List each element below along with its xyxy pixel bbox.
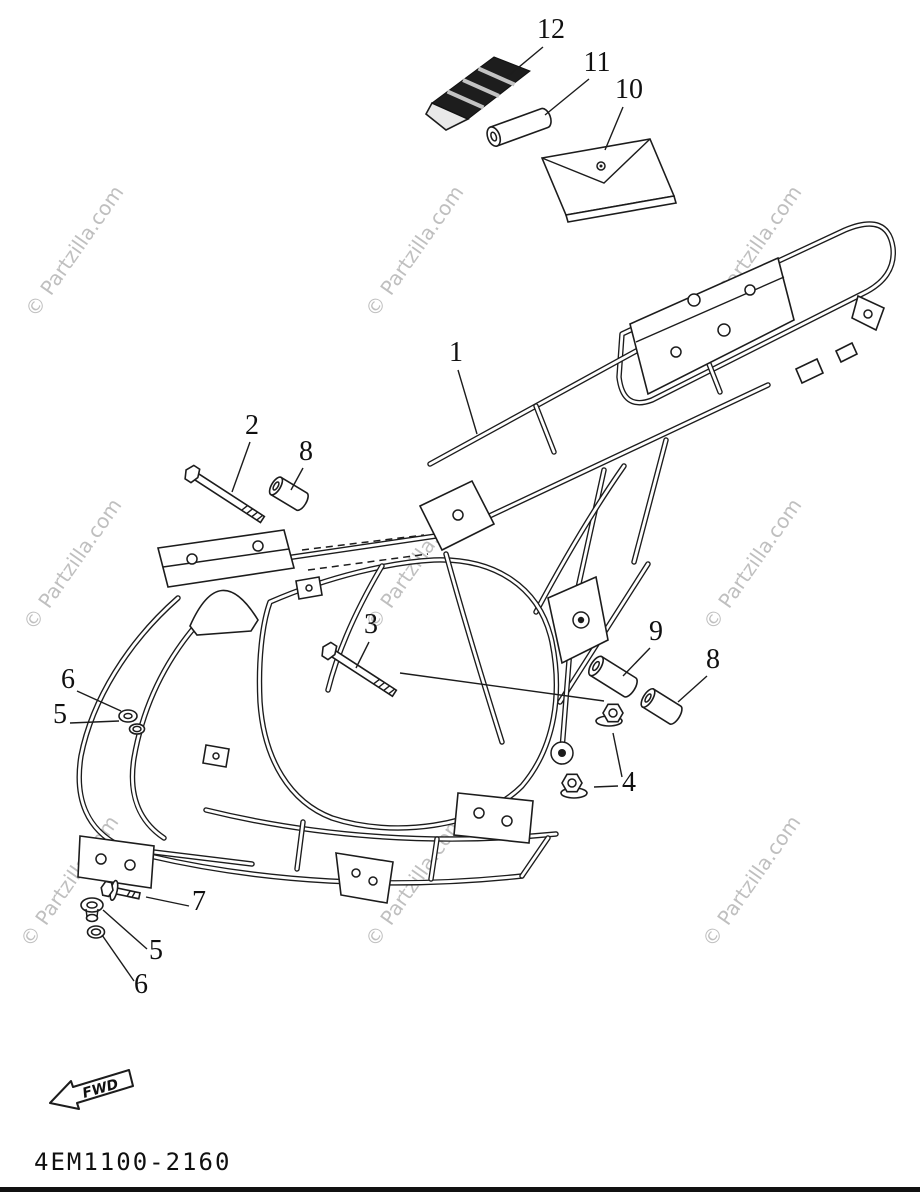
bolt-2-drawing — [184, 464, 266, 524]
callout-10[interactable]: 10 — [615, 74, 643, 105]
callout-4[interactable]: 4 — [622, 767, 636, 798]
pouch-10-drawing — [540, 138, 678, 223]
frame-drawing — [76, 221, 896, 904]
callout-1[interactable]: 1 — [449, 337, 463, 368]
fwd-label: FWD — [81, 1076, 121, 1101]
watermark-text: © Partzilla.com — [698, 494, 806, 634]
bolt-3-drawing — [321, 641, 398, 698]
washer-5a-drawing — [118, 709, 138, 723]
roll-11-drawing — [486, 107, 552, 147]
watermark-text: © Partzilla.com — [18, 494, 126, 634]
frame-brackets — [77, 479, 609, 904]
bolt-7-drawing — [100, 879, 141, 902]
callout-5b[interactable]: 5 — [149, 935, 163, 966]
callout-6a[interactable]: 6 — [61, 664, 75, 695]
ring-6b-drawing — [86, 925, 106, 939]
small-parts — [80, 56, 683, 939]
callout-7[interactable]: 7 — [192, 886, 206, 917]
watermark-text: © Partzilla.com — [20, 181, 128, 321]
ring-6a-drawing — [128, 723, 146, 735]
nut-4b-drawing — [560, 773, 588, 799]
tool-wrap-12-drawing — [424, 56, 532, 131]
callout-6b[interactable]: 6 — [134, 969, 148, 1000]
callout-12[interactable]: 12 — [537, 14, 565, 45]
callout-8b[interactable]: 8 — [706, 644, 720, 675]
callout-9[interactable]: 9 — [649, 616, 663, 647]
carrier-plate — [629, 256, 886, 396]
damper-8b-drawing — [640, 687, 683, 725]
front-bracket — [157, 529, 296, 636]
watermark-layer: © Partzilla.com © Partzilla.com © Partzi… — [15, 181, 806, 951]
nut-4a-drawing — [595, 703, 624, 727]
callout-11[interactable]: 11 — [584, 47, 611, 78]
callout-8a[interactable]: 8 — [299, 436, 313, 467]
washer-5b-drawing — [80, 897, 104, 923]
leader-lines — [69, 46, 708, 982]
fwd-arrow: FWD — [49, 1069, 134, 1110]
bottom-border — [0, 1187, 920, 1192]
callout-2[interactable]: 2 — [245, 410, 259, 441]
damper-8a-drawing — [268, 476, 309, 512]
diagram-code: 4EM1100-2160 — [34, 1148, 231, 1176]
callout-labels: 1 2 8 3 9 8 4 6 5 7 5 6 12 11 10 — [53, 14, 720, 1000]
callout-5a[interactable]: 5 — [53, 699, 67, 730]
watermark-text: © Partzilla.com — [697, 811, 805, 951]
watermark-text: © Partzilla.com — [360, 181, 468, 321]
callout-3[interactable]: 3 — [364, 609, 378, 640]
collar-9-drawing — [587, 655, 638, 698]
